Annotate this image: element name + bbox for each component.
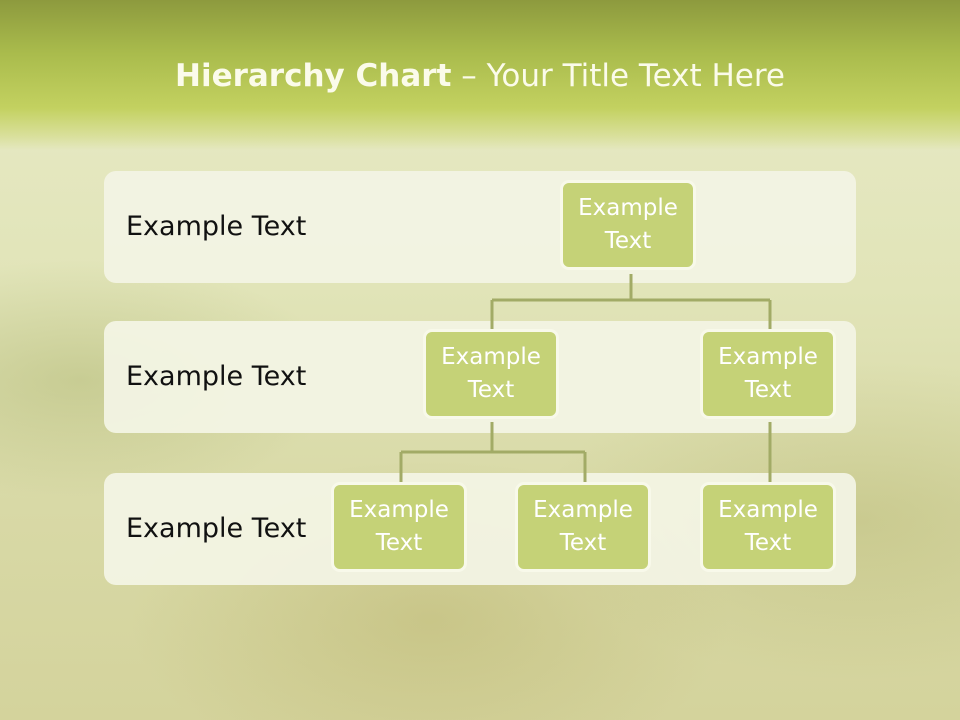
node-level2-left[interactable]: Example Text — [423, 329, 559, 419]
node-root[interactable]: Example Text — [560, 180, 696, 270]
node-level2-right[interactable]: Example Text — [700, 329, 836, 419]
title-bold-part: Hierarchy Chart — [175, 58, 452, 94]
title-rest-part: – Your Title Text Here — [451, 58, 785, 94]
node-level3-right[interactable]: Example Text — [700, 482, 836, 572]
row-label-2[interactable]: Example Text — [126, 361, 307, 392]
node-level3-left[interactable]: Example Text — [331, 482, 467, 572]
slide-title[interactable]: Hierarchy Chart – Your Title Text Here — [0, 54, 960, 98]
row-band-1 — [104, 171, 856, 283]
row-label-1[interactable]: Example Text — [126, 211, 307, 242]
row-label-3[interactable]: Example Text — [126, 513, 307, 544]
node-level3-middle[interactable]: Example Text — [515, 482, 651, 572]
title-band — [0, 0, 960, 150]
